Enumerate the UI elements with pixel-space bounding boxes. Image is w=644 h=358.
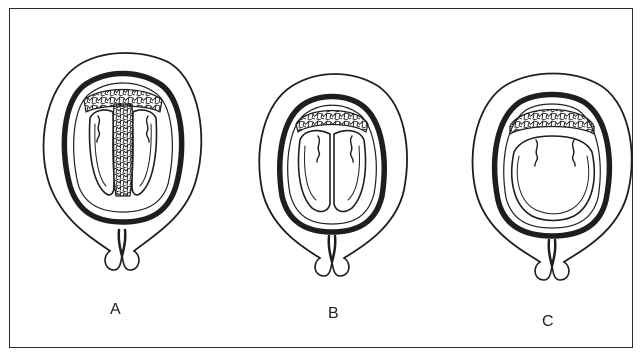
label-b: B <box>328 306 339 322</box>
label-c: C <box>542 314 554 330</box>
seed-a-cotyledon-right <box>132 110 156 195</box>
seed-a-cotyledon-left <box>90 110 114 195</box>
seed-b-cotyledon-left <box>299 131 331 212</box>
seed-c <box>473 74 632 281</box>
seed-c-cotyledon <box>512 136 595 221</box>
seed-b-endosperm <box>296 111 368 133</box>
seed-b <box>259 74 407 276</box>
seed-a <box>44 53 202 270</box>
label-a: A <box>110 302 121 318</box>
seed-b-cotyledon-right <box>334 131 366 212</box>
